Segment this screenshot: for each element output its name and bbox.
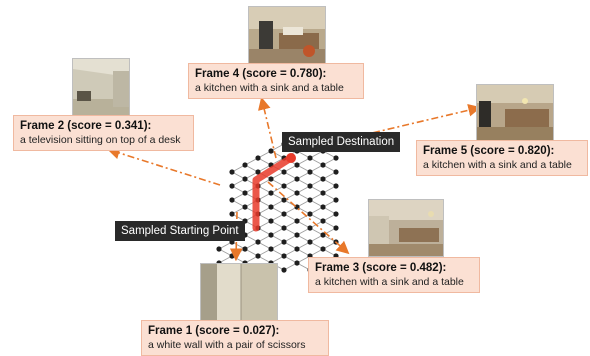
frame-5-caption: Frame 5 (score = 0.820): a kitchen with … bbox=[416, 140, 588, 176]
grid-node bbox=[255, 155, 261, 161]
grid-node bbox=[242, 190, 248, 196]
frame-4-title: Frame 4 (score = 0.780): bbox=[195, 68, 327, 80]
frame-1-description: a white wall with a pair of scissors bbox=[148, 339, 306, 351]
grid-node bbox=[307, 225, 313, 231]
grid-node bbox=[268, 204, 274, 210]
grid-node bbox=[281, 267, 287, 273]
frame-2-title: Frame 2 (score = 0.341): bbox=[20, 120, 152, 132]
grid-node bbox=[307, 211, 313, 217]
grid-node bbox=[307, 183, 313, 189]
frame-4-image bbox=[248, 6, 326, 64]
grid-node bbox=[268, 232, 274, 238]
grid-node bbox=[281, 253, 287, 259]
grid-node bbox=[307, 239, 313, 245]
grid-node bbox=[242, 246, 248, 252]
grid-node bbox=[294, 246, 300, 252]
grid-node bbox=[320, 176, 326, 182]
grid-node bbox=[255, 169, 261, 175]
grid-node bbox=[229, 197, 235, 203]
grid-node bbox=[320, 162, 326, 168]
frame-2-description: a television sitting on top of a desk bbox=[20, 134, 181, 146]
grid-node bbox=[281, 225, 287, 231]
frame-5-description: a kitchen with a sink and a table bbox=[423, 159, 572, 171]
grid-node bbox=[216, 246, 222, 252]
grid-node bbox=[333, 225, 339, 231]
grid-node bbox=[333, 197, 339, 203]
grid-node bbox=[268, 176, 274, 182]
grid-node bbox=[294, 218, 300, 224]
frame-5-title: Frame 5 (score = 0.820): bbox=[423, 145, 555, 157]
start-label: Sampled Starting Point bbox=[115, 221, 245, 241]
sampled-path bbox=[252, 153, 296, 232]
grid-node bbox=[294, 190, 300, 196]
grid-node bbox=[333, 183, 339, 189]
grid-node bbox=[294, 260, 300, 266]
grid-node bbox=[320, 190, 326, 196]
grid-node bbox=[268, 190, 274, 196]
arrow-frame-3 bbox=[267, 181, 350, 255]
grid-node bbox=[268, 218, 274, 224]
frame-3-title: Frame 3 (score = 0.482): bbox=[315, 262, 447, 274]
grid-node bbox=[255, 239, 261, 245]
grid-node bbox=[229, 211, 235, 217]
destination-marker bbox=[286, 153, 296, 163]
grid-node bbox=[307, 169, 313, 175]
grid-node bbox=[229, 183, 235, 189]
grid-node bbox=[307, 155, 313, 161]
grid-node bbox=[320, 218, 326, 224]
grid-node bbox=[281, 197, 287, 203]
frame-2-caption: Frame 2 (score = 0.341): a television si… bbox=[13, 115, 194, 151]
grid-node bbox=[294, 176, 300, 182]
frame-3-image bbox=[368, 199, 444, 257]
grid-node bbox=[255, 253, 261, 259]
grid-node bbox=[294, 232, 300, 238]
grid-node bbox=[333, 169, 339, 175]
grid-node bbox=[281, 169, 287, 175]
grid-node bbox=[242, 176, 248, 182]
arrow-frame-4 bbox=[258, 96, 277, 159]
grid-node bbox=[281, 183, 287, 189]
grid-node bbox=[320, 232, 326, 238]
arrow-frame-2 bbox=[106, 146, 221, 186]
grid-node bbox=[281, 239, 287, 245]
grid-node bbox=[242, 204, 248, 210]
grid-node bbox=[294, 162, 300, 168]
frame-1-image bbox=[200, 263, 278, 321]
grid-node bbox=[333, 211, 339, 217]
grid-node bbox=[333, 155, 339, 161]
frame-5-image bbox=[476, 84, 554, 142]
frame-4-description: a kitchen with a sink and a table bbox=[195, 82, 344, 94]
grid-node bbox=[229, 253, 235, 259]
grid-node bbox=[268, 246, 274, 252]
grid-node bbox=[229, 169, 235, 175]
destination-label: Sampled Destination bbox=[282, 132, 401, 152]
grid-node bbox=[242, 162, 248, 168]
frame-1-title: Frame 1 (score = 0.027): bbox=[148, 325, 280, 337]
grid-node bbox=[307, 197, 313, 203]
grid-node bbox=[268, 148, 274, 154]
frame-1-caption: Frame 1 (score = 0.027): a white wall wi… bbox=[141, 320, 329, 356]
grid-node bbox=[320, 204, 326, 210]
frame-3-caption: Frame 3 (score = 0.482): a kitchen with … bbox=[308, 257, 480, 293]
grid-node bbox=[281, 211, 287, 217]
frame-4-caption: Frame 4 (score = 0.780): a kitchen with … bbox=[188, 63, 364, 99]
grid-node bbox=[320, 246, 326, 252]
frame-3-description: a kitchen with a sink and a table bbox=[315, 276, 464, 288]
frame-2-image bbox=[72, 58, 130, 116]
